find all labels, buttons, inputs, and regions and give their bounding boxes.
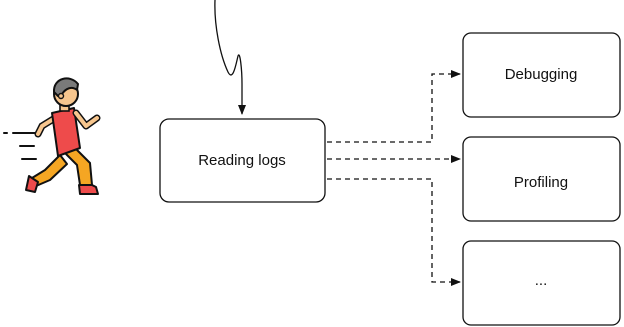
- edge-to-more: [327, 178, 461, 286]
- node-debugging-label: Debugging: [505, 66, 578, 83]
- node-debugging: [462, 32, 621, 118]
- node-reading-logs: [159, 118, 326, 203]
- node-reading-logs-label: Reading logs: [198, 152, 286, 169]
- node-more-label: ...: [535, 272, 548, 289]
- edge-to-debugging: [327, 70, 461, 143]
- running-person-icon: [3, 77, 101, 195]
- node-profiling: [462, 136, 621, 222]
- incoming-wavy-arrow: [214, 0, 246, 115]
- node-more: [462, 240, 621, 326]
- node-profiling-label: Profiling: [514, 174, 568, 191]
